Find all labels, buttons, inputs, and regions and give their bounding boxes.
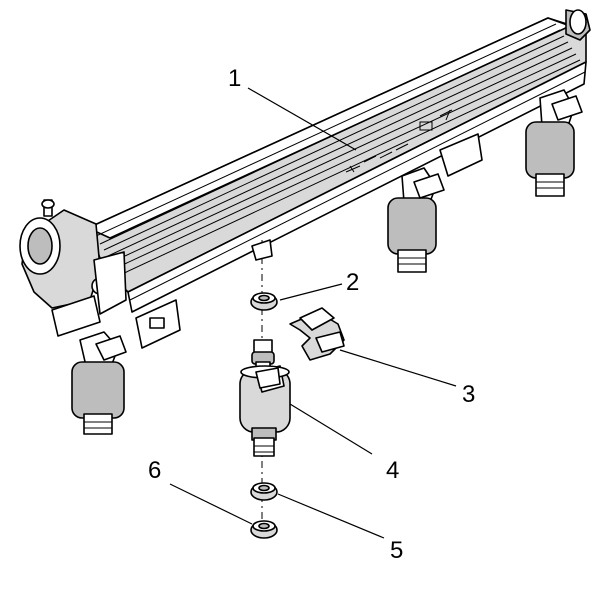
leader-lines bbox=[169, 87, 457, 539]
upper-o-ring bbox=[250, 292, 278, 311]
injector-installed-right bbox=[525, 89, 583, 197]
injector-installed-middle bbox=[387, 167, 445, 273]
callout-1: 1 bbox=[228, 65, 241, 92]
leader-line-5 bbox=[277, 493, 385, 539]
leader-line-4 bbox=[289, 403, 373, 455]
pressure-regulator bbox=[19, 199, 127, 337]
callout-3: 3 bbox=[462, 381, 475, 408]
leader-line-2 bbox=[279, 283, 343, 301]
callout-6: 6 bbox=[148, 457, 161, 484]
callout-labels: 1 2 3 4 5 6 bbox=[148, 65, 475, 564]
backup-ring bbox=[250, 520, 278, 539]
callout-2: 2 bbox=[346, 269, 359, 296]
fuel-injector bbox=[239, 339, 291, 457]
injector-installed-left bbox=[71, 331, 127, 435]
callout-4: 4 bbox=[386, 457, 399, 484]
leader-line-6 bbox=[169, 483, 253, 525]
lower-o-ring bbox=[250, 482, 278, 501]
leader-line-3 bbox=[339, 349, 457, 387]
leader-line-1 bbox=[247, 87, 357, 151]
injector-retainer-clip bbox=[289, 307, 345, 361]
callout-5: 5 bbox=[390, 537, 403, 564]
fuel-rail bbox=[19, 9, 591, 349]
rail-markings bbox=[345, 109, 453, 173]
